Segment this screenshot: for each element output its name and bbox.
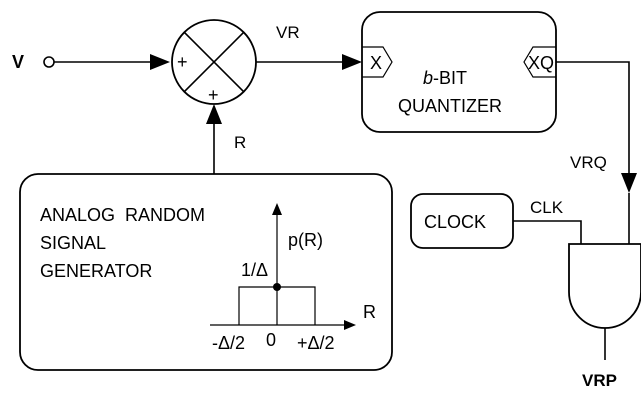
clock-label: CLOCK: [424, 212, 486, 232]
vr-label: VR: [276, 23, 300, 42]
r-label: R: [234, 133, 246, 152]
pdf-tick-left: -Δ/2: [212, 333, 245, 353]
pdf-y-axis-arrow: [272, 203, 282, 215]
pdf-x-axis-arrow: [344, 320, 356, 330]
vrq-label: VRQ: [570, 153, 607, 172]
quantizer-port-xq: [523, 46, 556, 78]
quantizer-title-bit: -BIT: [433, 68, 467, 88]
quantizer-port-x-label: X: [370, 53, 382, 73]
pdf-tick-right: +Δ/2: [297, 333, 335, 353]
pdf-x-axis-label: R: [363, 302, 376, 322]
clk-wire: [513, 220, 582, 244]
generator-title-line2: SIGNAL: [40, 233, 106, 253]
quantizer-port-x: [362, 46, 393, 78]
clk-label: CLK: [530, 198, 564, 217]
output-label-vrp: VRP: [582, 371, 617, 390]
vrq-arrow: [621, 173, 637, 193]
and-gate: [568, 243, 641, 329]
summer-sign-left: +: [177, 52, 188, 72]
summer-sign-bottom: +: [208, 85, 219, 105]
input-label-v: V: [12, 52, 24, 72]
generator-title-line1: ANALOG RANDOM: [40, 205, 205, 225]
quantizer-title-line1: b-BIT: [423, 68, 467, 88]
vrq-wire: [556, 61, 630, 173]
quantizer-title-b: b: [423, 68, 433, 88]
quantizer-block: [361, 11, 557, 133]
generator-title-line3: GENERATOR: [40, 261, 152, 281]
quantizer-title-line2: QUANTIZER: [398, 96, 502, 116]
pdf-height-label: 1/Δ: [241, 260, 268, 280]
input-arrow: [150, 54, 170, 70]
quantizer-port-xq-label: XQ: [528, 53, 554, 73]
r-arrow: [206, 104, 222, 124]
pdf-plot: [210, 203, 356, 330]
random-generator-block: [19, 173, 393, 371]
vr-arrow: [342, 54, 362, 70]
pdf-y-axis-label: p(R): [288, 230, 323, 250]
input-terminal: [43, 56, 55, 68]
pdf-peak-marker: [273, 283, 281, 291]
pdf-tick-zero: 0: [266, 330, 276, 350]
